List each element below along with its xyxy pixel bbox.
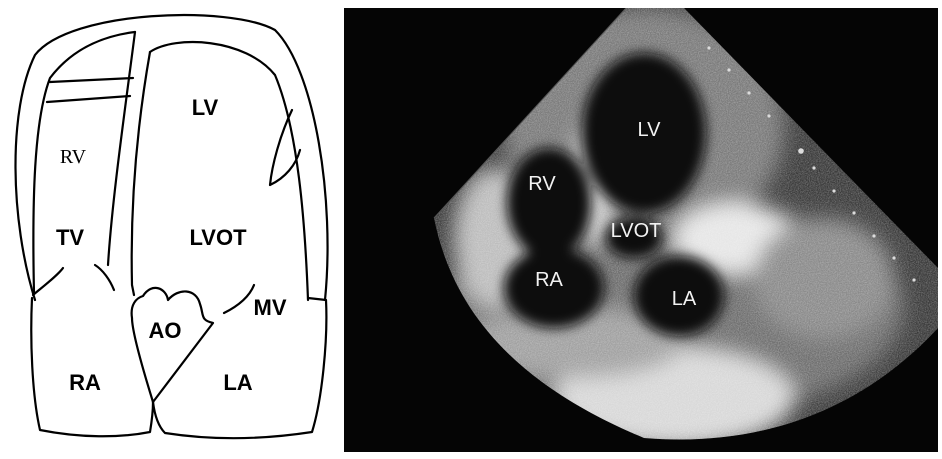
schematic-label-ra: RA xyxy=(69,370,101,395)
heart-schematic-panel: LV RV TV LVOT MV AO RA LA xyxy=(0,0,340,454)
tricuspid-leaflet-left xyxy=(33,268,63,295)
echo-label-la: LA xyxy=(672,288,697,310)
echo-label-lvot: LVOT xyxy=(611,220,662,242)
schematic-label-la: LA xyxy=(223,370,252,395)
echo-image: LV RV LVOT RA LA xyxy=(344,8,938,452)
schematic-label-lvot: LVOT xyxy=(189,225,247,250)
heart-schematic: LV RV TV LVOT MV AO RA LA xyxy=(0,0,340,454)
echo-label-rv: RV xyxy=(528,173,556,195)
echo-rv-cavity xyxy=(507,148,591,258)
rv-band-upper xyxy=(50,78,133,82)
schematic-label-ao: AO xyxy=(149,318,182,343)
mitral-leaflet xyxy=(224,285,254,313)
echo-label-lv: LV xyxy=(638,119,662,141)
schematic-label-mv: MV xyxy=(254,295,287,320)
ra-outline xyxy=(31,298,153,436)
schematic-label-lv: LV xyxy=(192,95,219,120)
tricuspid-leaflet-right xyxy=(95,265,114,290)
echo-label-ra: RA xyxy=(535,269,563,291)
schematic-label-tv: TV xyxy=(56,225,84,250)
schematic-label-rv: RV xyxy=(60,146,87,168)
septum-left xyxy=(132,52,150,295)
echo-image-panel: LV RV LVOT RA LA xyxy=(344,8,938,452)
aortic-root xyxy=(132,288,213,402)
lv-free-wall xyxy=(150,42,308,300)
rv-band-lower xyxy=(47,96,130,102)
